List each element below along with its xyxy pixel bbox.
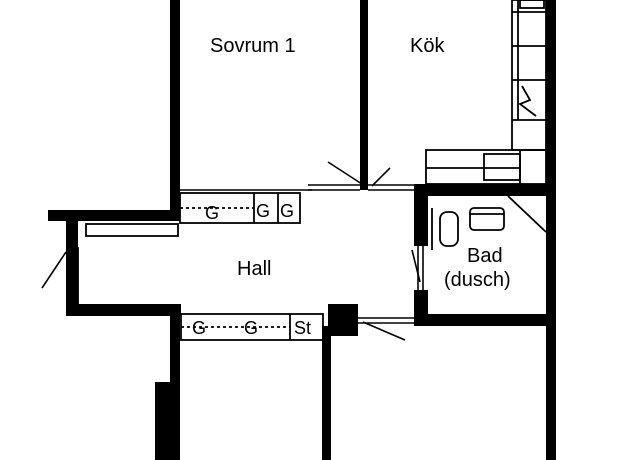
- wardrobe-label: G: [244, 318, 258, 338]
- room-label-hall: Hall: [237, 258, 271, 280]
- wardrobe-label: G: [280, 201, 294, 221]
- room-label-bathroom-sub: (dusch): [444, 269, 511, 291]
- thin-lines: [41, 161, 424, 341]
- room-label-bathroom: Bad: [467, 245, 503, 267]
- bathroom-fixtures: [431, 195, 547, 250]
- room-label-bedroom1: Sovrum 1: [210, 35, 296, 57]
- wardrobe-label: G: [192, 318, 206, 338]
- wardrobe-label: G: [205, 203, 219, 223]
- room-label-kitchen: Kök: [410, 35, 445, 57]
- wardrobe-lower: [180, 313, 324, 341]
- kitchen-counter: [425, 0, 547, 185]
- wardrobe-upper: [69, 192, 301, 305]
- wardrobe-label: G: [256, 201, 270, 221]
- storage-label: St: [294, 318, 311, 338]
- walls: [48, 0, 556, 460]
